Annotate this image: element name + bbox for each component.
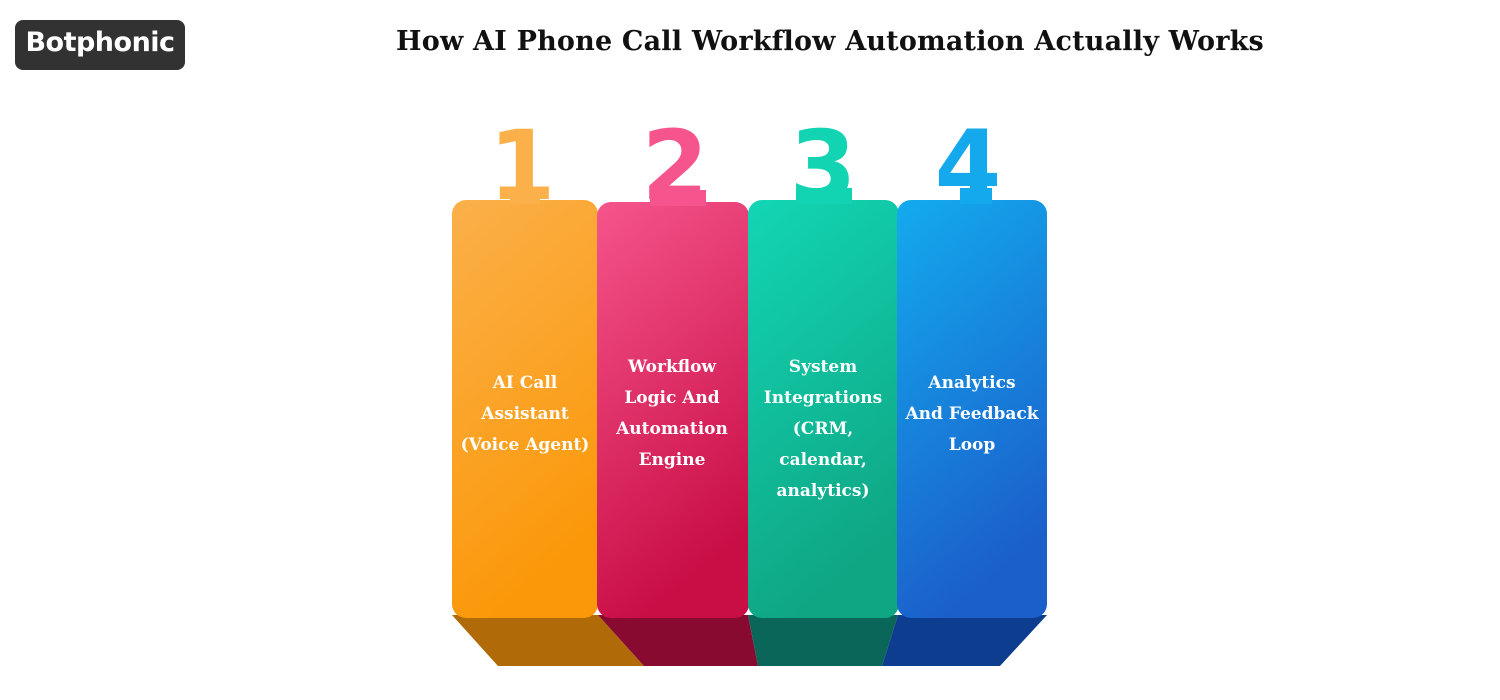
step-2-label-line: Engine xyxy=(638,450,706,470)
step-3-base xyxy=(748,615,898,666)
step-4-number: 4 xyxy=(934,110,1002,222)
step-4-base xyxy=(882,615,1047,666)
step-2-label: Workflow Logic And Automation Engine xyxy=(599,352,745,476)
step-4-column xyxy=(897,188,1047,618)
step-4-label-line: Analytics xyxy=(928,373,1016,393)
step-1-label: AI Call Assistant (Voice Agent) xyxy=(452,368,598,461)
step-3-label-line: Integrations xyxy=(763,388,883,408)
step-1-base xyxy=(452,615,644,666)
step-2-label-line: Logic And xyxy=(624,388,720,408)
step-1-label-line: (Voice Agent) xyxy=(460,435,590,455)
step-3-label-line: (CRM, calendar, xyxy=(779,419,867,470)
step-3-number: 3 xyxy=(789,110,857,222)
step-2-number: 2 xyxy=(641,110,709,222)
step-3-label-line: System xyxy=(788,357,858,377)
step-2-column xyxy=(597,190,749,618)
step-4-label: Analytics And Feedback Loop xyxy=(899,368,1045,461)
step-1-column xyxy=(452,188,598,618)
step-2-label-line: Automation xyxy=(616,419,728,439)
page-title: How AI Phone Call Workflow Automation Ac… xyxy=(396,26,1264,57)
step-2-label-line: Workflow xyxy=(627,357,717,377)
step-2-base xyxy=(598,615,758,666)
step-1-number: 1 xyxy=(488,110,556,222)
step-4-label-line: And Feedback xyxy=(905,404,1039,424)
botphonic-logo[interactable]: Botphonic xyxy=(15,20,185,70)
step-3-label: System Integrations (CRM, calendar, anal… xyxy=(748,352,898,507)
step-4-label-line: Loop xyxy=(948,435,996,455)
step-1-label-line: AI Call xyxy=(492,373,558,393)
step-3-label-line: analytics) xyxy=(776,481,870,501)
step-1-label-line: Assistant xyxy=(481,404,569,424)
step-3-column xyxy=(748,188,899,618)
